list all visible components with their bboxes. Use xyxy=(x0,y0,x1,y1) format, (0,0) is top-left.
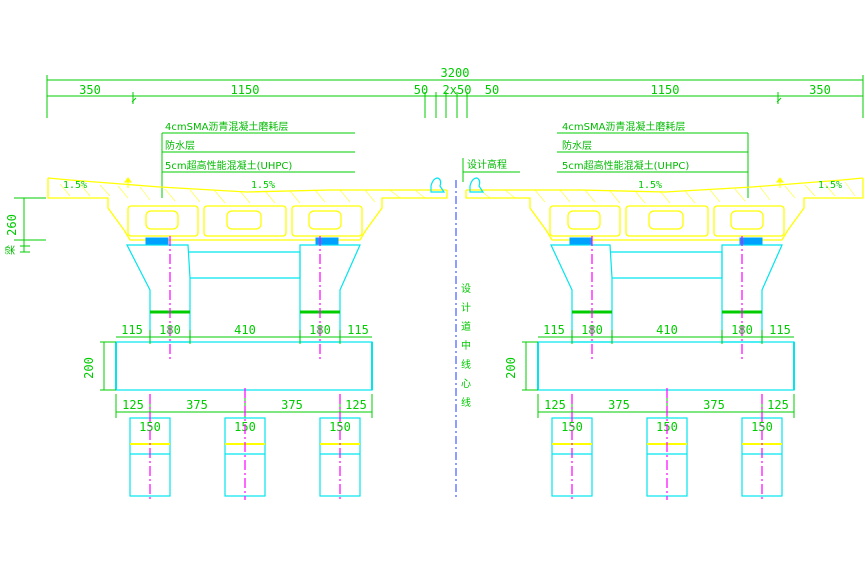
left-pile-spacing-4: 125 xyxy=(345,398,367,412)
dim-median-right: 50 xyxy=(485,83,499,97)
median-label-box: 设计高程 xyxy=(462,158,520,182)
left-deck xyxy=(47,177,448,241)
dim-right-cantilever: 350 xyxy=(809,83,831,97)
left-layer-callout: 4cmSMA沥青混凝土磨耗层 防水层 5cm超高性能混凝土(UHPC) xyxy=(161,120,355,198)
left-pile-spacing-3: 375 xyxy=(281,398,303,412)
dim-left-deck: 1150 xyxy=(231,83,260,97)
right-inner-slope: 1.5% xyxy=(638,180,662,191)
dim-left-cantilever: 350 xyxy=(79,83,101,97)
right-cap-dim-1: 115 xyxy=(543,323,565,337)
overall-dimension xyxy=(46,75,864,118)
left-cap-dim-3: 410 xyxy=(234,323,256,337)
left-layer-waterproof: 防水层 xyxy=(165,139,195,152)
deck-height-note: 梁 xyxy=(4,245,17,255)
centerline-char-4: 中 xyxy=(461,339,471,352)
left-deck-hatch xyxy=(59,183,426,204)
right-layer-wearing: 4cmSMA沥青混凝土磨耗层 xyxy=(562,120,685,133)
deck-height-value: 260 xyxy=(5,214,19,236)
centerline-char-3: 道 xyxy=(461,320,471,333)
right-deck-hatch xyxy=(479,181,856,204)
centerline-char-7: 线 xyxy=(461,396,471,409)
left-inner-slope: 1.5% xyxy=(251,180,275,191)
left-pile-spacing-1: 125 xyxy=(122,398,144,412)
left-cap-dim-1: 115 xyxy=(121,323,143,337)
right-outer-slope: 1.5% xyxy=(818,180,842,191)
centerline-char-1: 设 xyxy=(461,283,471,295)
dim-median-center: 2x50 xyxy=(443,83,472,97)
median-barrier xyxy=(430,177,485,193)
centerline-char-2: 计 xyxy=(461,301,471,314)
left-cap-dimensions xyxy=(100,330,372,391)
right-pile-spacing-2: 375 xyxy=(608,398,630,412)
centerline-char-5: 线 xyxy=(461,358,471,371)
dim-median-left: 50 xyxy=(414,83,428,97)
left-pile-spacing-2: 375 xyxy=(186,398,208,412)
right-pile-spacing-3: 375 xyxy=(703,398,725,412)
left-slope-arrows xyxy=(124,177,132,188)
right-cap-dimensions xyxy=(522,330,794,391)
left-layer-uhpc: 5cm超高性能混凝土(UHPC) xyxy=(165,159,292,172)
median-design-elevation-label: 设计高程 xyxy=(467,158,507,171)
right-layer-waterproof: 防水层 xyxy=(562,139,592,152)
left-axis-lines xyxy=(149,236,341,500)
dim-right-deck: 1150 xyxy=(651,83,680,97)
left-cap-dim-5: 115 xyxy=(347,323,369,337)
right-cap-dim-3: 410 xyxy=(656,323,678,337)
right-axis-lines xyxy=(571,236,763,500)
right-pile-spacing-4: 125 xyxy=(767,398,789,412)
right-layer-callout: 4cmSMA沥青混凝土磨耗层 防水层 5cm超高性能混凝土(UHPC) xyxy=(557,120,749,198)
right-slope-arrows xyxy=(776,177,784,188)
right-layer-uhpc: 5cm超高性能混凝土(UHPC) xyxy=(562,159,689,172)
left-cap-height: 200 xyxy=(82,357,96,379)
left-outer-slope: 1.5% xyxy=(63,180,87,191)
right-pile-spacing-1: 125 xyxy=(544,398,566,412)
right-cap-dim-5: 115 xyxy=(769,323,791,337)
overall-width-label: 3200 xyxy=(441,66,470,80)
deck-height-dimension xyxy=(14,197,46,253)
centerline-char-6: 心 xyxy=(461,378,471,390)
left-layer-wearing: 4cmSMA沥青混凝土磨耗层 xyxy=(165,120,288,133)
centerline-label: 设 计 道 中 线 心 线 xyxy=(461,283,471,409)
right-cap-height: 200 xyxy=(504,357,518,379)
right-deck xyxy=(465,177,864,241)
